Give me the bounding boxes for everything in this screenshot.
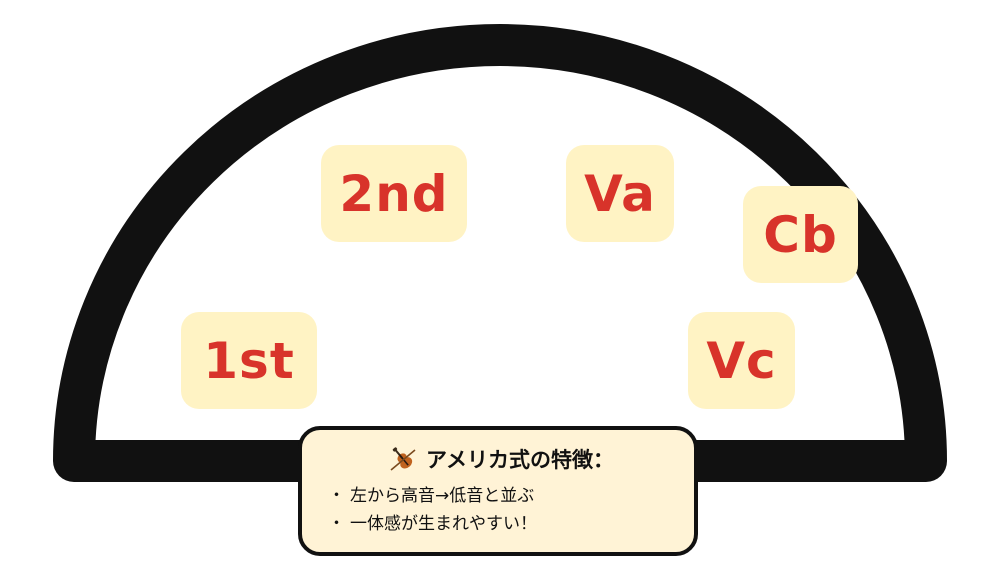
- info-bullet-text: 左から高音→低音と並ぶ: [350, 486, 535, 506]
- bullet-mark: ・: [328, 486, 345, 506]
- info-box: アメリカ式の特徴： ・ 左から高音→低音と並ぶ ・ 一体感が生まれやすい！: [298, 426, 698, 556]
- info-title-row: アメリカ式の特徴：: [328, 444, 674, 474]
- seat-second-violin: 2nd: [321, 145, 467, 242]
- info-bullet-text: 一体感が生まれやすい！: [350, 514, 537, 534]
- info-bullet: ・ 左から高音→低音と並ぶ: [328, 482, 674, 510]
- info-bullet: ・ 一体感が生まれやすい！: [328, 510, 674, 538]
- seat-contrabass: Cb: [743, 186, 858, 283]
- seat-first-violin-label: 1st: [203, 331, 295, 390]
- seat-viola: Va: [566, 145, 674, 242]
- seat-second-violin-label: 2nd: [339, 164, 449, 223]
- info-title-text: アメリカ式の特徴：: [426, 448, 614, 472]
- seat-cello: Vc: [688, 312, 795, 409]
- seat-contrabass-label: Cb: [763, 205, 838, 264]
- seat-first-violin: 1st: [181, 312, 317, 409]
- seat-cello-label: Vc: [706, 331, 777, 390]
- seat-viola-label: Va: [584, 164, 656, 223]
- bullet-mark: ・: [328, 514, 345, 534]
- violin-icon: [390, 447, 416, 471]
